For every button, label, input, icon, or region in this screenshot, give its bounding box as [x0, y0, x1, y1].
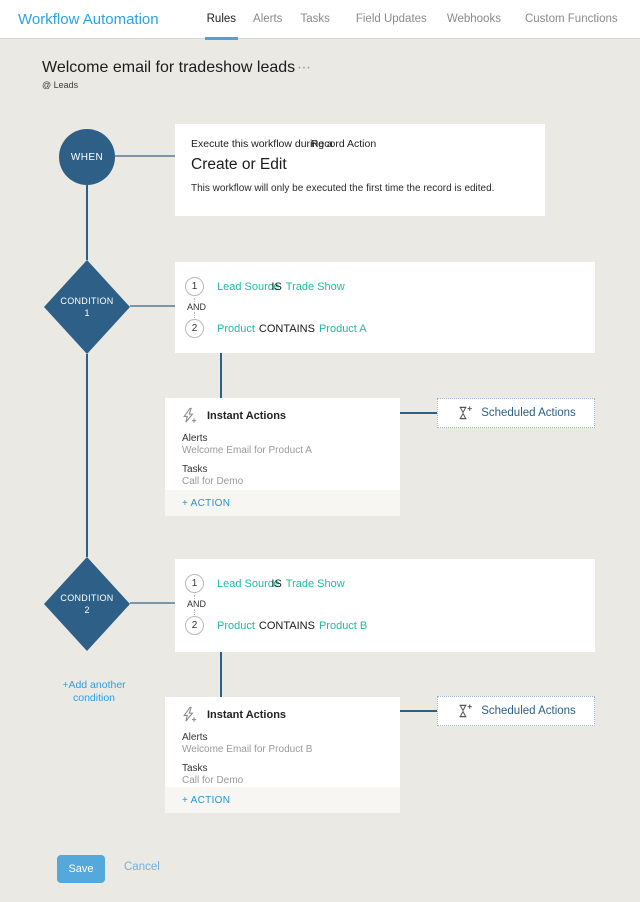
connector-c2-card [130, 602, 175, 604]
rule-operator: CONTAINS [258, 619, 315, 632]
and-connector-dots [194, 595, 195, 601]
condition-rule-row[interactable]: 1 Lead Source IS Trade Show [185, 574, 579, 593]
save-button[interactable]: Save [57, 855, 105, 883]
trigger-note: This workflow will only be executed the … [191, 183, 495, 194]
condition-2-card[interactable]: 1 Lead Source IS Trade Show AND 2 Produc… [175, 559, 595, 652]
module-label: @ Leads [42, 80, 79, 90]
rule-field: Lead Source [217, 280, 280, 293]
hourglass-plus-icon [459, 704, 472, 718]
add-action-button[interactable]: + ACTION [165, 787, 400, 813]
action-type-label: Alerts [182, 732, 208, 743]
cancel-button[interactable]: Cancel [124, 861, 160, 873]
action-type-label: Tasks [182, 763, 208, 774]
rule-name: Welcome email for tradeshow leads [42, 59, 296, 76]
condition-2-node[interactable]: CONDITION 2 [44, 557, 130, 651]
execute-line: Execute this workflow during aRecord Act… [191, 138, 529, 150]
lightning-plus-icon [183, 706, 197, 722]
tab-rules[interactable]: Rules [204, 0, 239, 40]
action-type-label: Alerts [182, 433, 208, 444]
rule-number-badge: 1 [185, 574, 204, 593]
rule-field: Lead Source [217, 577, 280, 590]
tab-alerts[interactable]: Alerts [253, 13, 283, 25]
top-nav: Workflow Automation Rules Alerts Tasks F… [0, 0, 640, 40]
condition-1-label: CONDITION [60, 296, 114, 306]
and-connector-dots [194, 312, 195, 318]
execute-type: Record Action [310, 138, 377, 150]
connector-instant2-scheduled [400, 710, 437, 712]
action-value[interactable]: Welcome Email for Product B [182, 744, 313, 755]
tab-tasks[interactable]: Tasks [300, 13, 330, 25]
rule-value: Product A [318, 322, 367, 335]
condition-rule-row[interactable]: 2 Product CONTAINS Product B [185, 616, 579, 635]
connector-c1-card [130, 305, 175, 307]
rule-field: Product [217, 619, 255, 632]
scheduled-actions-button-2[interactable]: Scheduled Actions [437, 696, 595, 726]
tab-field-updates[interactable]: Field Updates [355, 13, 427, 25]
app-title: Workflow Automation [18, 10, 159, 28]
rule-operator: IS [271, 577, 282, 590]
rule-operator: CONTAINS [258, 322, 315, 335]
scheduled-actions-label: Scheduled Actions [481, 407, 576, 419]
connector-c2-instant [220, 652, 222, 697]
add-condition-line2: condition [72, 692, 116, 704]
instant-actions-header: Instant Actions [165, 697, 400, 723]
rule-number-badge: 2 [185, 319, 204, 338]
lightning-plus-icon [183, 407, 197, 423]
trunk-line-when-to-c1 [86, 185, 88, 260]
trigger-value: Create or Edit [191, 156, 287, 173]
action-type-label: Tasks [182, 464, 208, 475]
and-connector-dots [194, 609, 195, 615]
execute-prefix: Execute this workflow during a [191, 138, 333, 150]
connector-c1-instant [220, 353, 222, 398]
add-action-label: + ACTION [182, 497, 231, 509]
more-options-icon[interactable]: ⋯ [297, 59, 311, 75]
instant-actions-card-1: Instant Actions Alerts Welcome Email for… [165, 398, 400, 516]
rule-join-label: AND [187, 302, 207, 312]
page-title: Welcome email for tradeshow leads⋯ [42, 59, 311, 77]
tab-webhooks[interactable]: Webhooks [446, 13, 501, 25]
condition-1-node[interactable]: CONDITION 1 [44, 260, 130, 354]
rule-field: Product [217, 322, 255, 335]
rule-operator: IS [271, 280, 282, 293]
action-value[interactable]: Call for Demo [182, 775, 244, 786]
action-value[interactable]: Welcome Email for Product A [182, 445, 312, 456]
when-node-label: WHEN [70, 151, 104, 163]
add-condition-line1: +Add another [62, 679, 126, 691]
instant-actions-header: Instant Actions [165, 398, 400, 424]
action-value[interactable]: Call for Demo [182, 476, 244, 487]
connector-instant1-scheduled [400, 412, 437, 414]
when-card[interactable]: Execute this workflow during aRecord Act… [175, 124, 545, 216]
rule-value: Trade Show [285, 280, 345, 293]
instant-actions-card-2: Instant Actions Alerts Welcome Email for… [165, 697, 400, 813]
add-another-condition-link[interactable]: +Add another condition [40, 679, 148, 705]
condition-rule-row[interactable]: 2 Product CONTAINS Product A [185, 319, 579, 338]
condition-1-card[interactable]: 1 Lead Source IS Trade Show AND 2 Produc… [175, 262, 595, 353]
rule-value: Trade Show [285, 577, 345, 590]
rule-number-badge: 1 [185, 277, 204, 296]
rule-number-badge: 2 [185, 616, 204, 635]
when-node[interactable]: WHEN [59, 129, 115, 185]
add-action-label: + ACTION [182, 794, 231, 806]
condition-1-number: 1 [84, 308, 90, 318]
condition-2-label: CONDITION [60, 593, 114, 603]
add-action-button[interactable]: + ACTION [165, 490, 400, 516]
rule-join-label: AND [187, 599, 207, 609]
scheduled-actions-button-1[interactable]: Scheduled Actions [437, 398, 595, 428]
condition-rule-row[interactable]: 1 Lead Source IS Trade Show [185, 277, 579, 296]
instant-actions-title: Instant Actions [207, 708, 287, 721]
scheduled-actions-label: Scheduled Actions [481, 705, 576, 717]
instant-actions-title: Instant Actions [207, 409, 287, 422]
condition-2-number: 2 [84, 605, 90, 615]
trunk-line-c1-to-c2 [86, 354, 88, 557]
rule-value: Product B [318, 619, 368, 632]
tab-custom-functions[interactable]: Custom Functions [524, 13, 618, 25]
hourglass-plus-icon [459, 406, 472, 420]
and-connector-dots [194, 298, 195, 304]
connector-when-card [115, 155, 175, 157]
